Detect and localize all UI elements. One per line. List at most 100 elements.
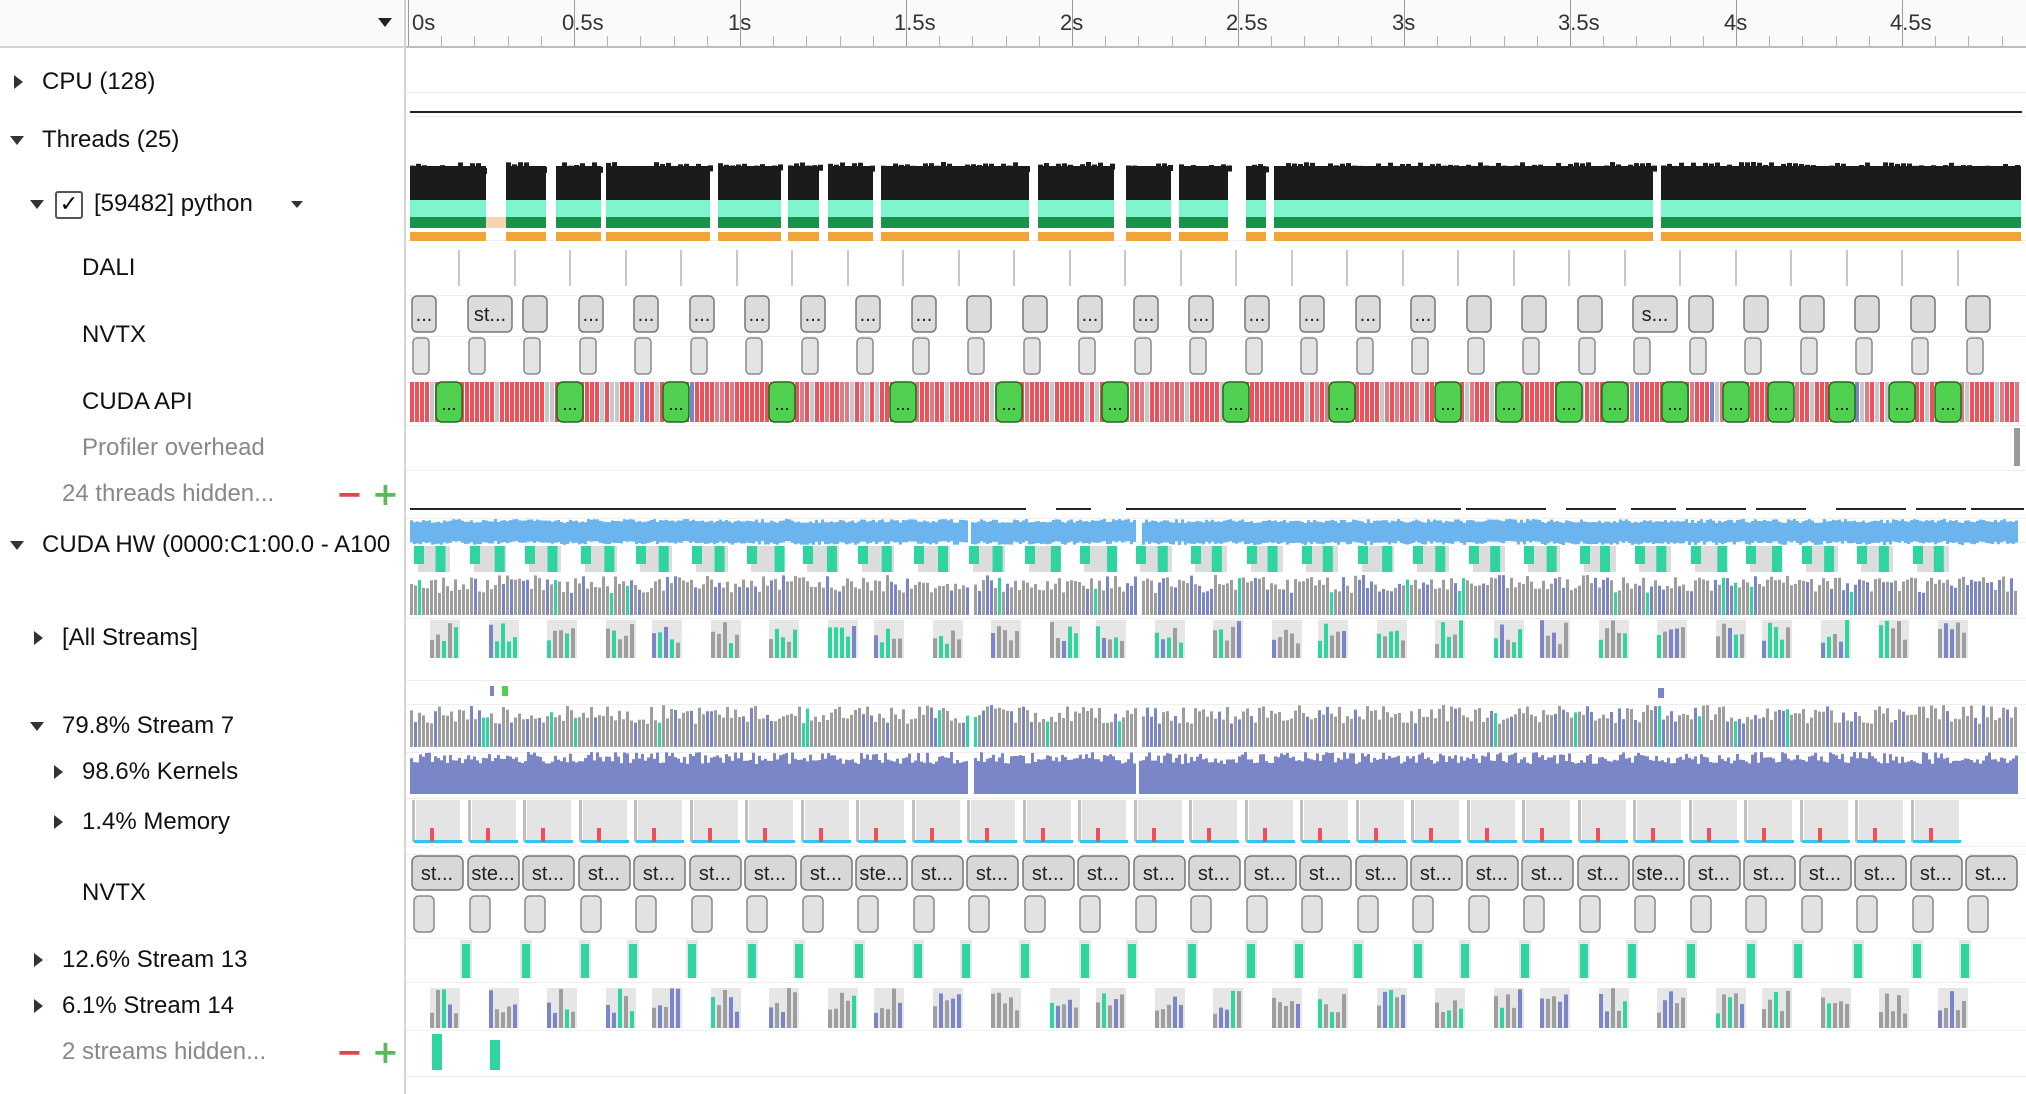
stream-activity-bar [1839, 1001, 1843, 1028]
tree-row-streams-hidden[interactable]: 2 streams hidden...−+ [0, 1032, 404, 1072]
nvtx-stream-box [1632, 855, 1685, 891]
kernel-sample [546, 579, 549, 615]
tree-row-threads-hidden[interactable]: 24 threads hidden...−+ [0, 474, 404, 514]
gpu-utilization-sample [1079, 519, 1082, 542]
collapse-arrow-icon[interactable] [50, 764, 66, 780]
kernel-sample [854, 710, 857, 747]
nvtx-stream-row: st...ste...st...st...st...st...st...st..… [411, 855, 2018, 933]
tree-row-nvtx-thread[interactable]: NVTX [0, 315, 404, 355]
collapse-arrow-icon[interactable] [50, 814, 66, 830]
collapse-arrow-icon[interactable] [10, 74, 26, 90]
nvtx-stream-box [633, 855, 686, 891]
kernel-sample [1246, 582, 1249, 615]
thread-running-tick [1150, 167, 1155, 174]
kernel-sample [1738, 718, 1741, 747]
cuda-api-call [1860, 382, 1864, 422]
thread-running-tick [1652, 165, 1657, 172]
collapse-arrow-icon[interactable] [30, 952, 46, 968]
tree-row-stream14[interactable]: 6.1% Stream 14 [0, 986, 404, 1026]
tree-options-dropdown-icon[interactable] [378, 18, 392, 27]
thread-running-tick [1418, 162, 1423, 169]
gpu-utilization-sample [1286, 522, 1289, 545]
ruler-minor-tick [872, 36, 874, 46]
tree-row-stream13[interactable]: 12.6% Stream 13 [0, 940, 404, 980]
kernel-bar [1103, 754, 1106, 794]
tree-row-cpu[interactable]: CPU (128) [0, 62, 404, 102]
tree-row-threads[interactable]: Threads (25) [0, 120, 404, 160]
nvtx-stream-label: st... [1864, 863, 1896, 885]
expand-arrow-icon[interactable] [10, 132, 26, 148]
stream-activity-bar [1278, 637, 1282, 658]
tree-row-all-streams[interactable]: [All Streams] [0, 618, 404, 658]
tree-row-cuda-api[interactable]: CUDA API [0, 382, 404, 422]
kernel-sample [1062, 592, 1065, 615]
stream-activity-bar [1062, 640, 1066, 658]
collapse-arrow-icon[interactable] [30, 630, 46, 646]
thread-running-tick [1508, 166, 1513, 173]
hide-fewer-minus-icon[interactable]: − [336, 1033, 363, 1071]
cuda-api-call [1285, 382, 1289, 422]
stream-activity-bar [547, 640, 551, 658]
kernel-sample [1018, 590, 1021, 615]
show-more-plus-icon[interactable]: + [372, 1033, 399, 1071]
thread-orange-band [828, 232, 873, 241]
kernel-bar [764, 758, 767, 794]
tree-row-profiler-overhead[interactable]: Profiler overhead [0, 428, 404, 468]
kernel-bar [680, 762, 683, 794]
tree-row-nvtx-stream[interactable]: NVTX [0, 873, 404, 913]
stream-activity-bar [1179, 1005, 1183, 1028]
kernel-sample [1734, 721, 1737, 747]
kernel-bar [509, 756, 512, 794]
kernel-bar [788, 763, 791, 794]
tree-row-python[interactable]: ✓[59482] python [0, 184, 404, 224]
memcpy-marker [1651, 828, 1655, 842]
kernel-bar [551, 761, 554, 794]
threads-summary-segment [410, 508, 1026, 510]
cuda-api-sync-box [995, 381, 1023, 423]
kernel-sample [1338, 706, 1341, 747]
kernel-sample [1590, 583, 1593, 615]
kernel-marker [1247, 546, 1257, 564]
gpu-utilization-sample [1109, 521, 1112, 544]
process-checkbox[interactable]: ✓ [55, 191, 83, 219]
expand-arrow-icon[interactable] [30, 196, 46, 212]
tree-row-cuda-hw[interactable]: CUDA HW (0000:C1:00.0 - A100 [0, 525, 404, 565]
tree-row-dali[interactable]: DALI [0, 248, 404, 288]
dali-tick [1291, 250, 1293, 286]
ruler-major-tick [1404, 0, 1405, 46]
kernel-sample [1602, 579, 1605, 615]
cuda-api-call [1550, 382, 1554, 422]
expand-arrow-icon[interactable] [10, 537, 26, 553]
collapse-arrow-icon[interactable] [30, 998, 46, 1014]
kernel-sample [1294, 579, 1297, 615]
cuda-api-call [1630, 382, 1634, 422]
timeline-canvas[interactable]: ...st...................................… [406, 0, 2026, 1094]
expand-arrow-icon[interactable] [30, 718, 46, 734]
gpu-utilization-sample [545, 520, 548, 543]
kernel-sample [1802, 580, 1805, 615]
kernel-bar [1079, 754, 1082, 794]
gpu-utilization-sample [1118, 519, 1121, 542]
kernel-sample [490, 589, 493, 615]
kernel-marker [1382, 546, 1393, 572]
tree-row-stream7[interactable]: 79.8% Stream 7 [0, 706, 404, 746]
kernel-sample [1290, 592, 1293, 615]
nvtx-subrange-box [1467, 337, 1485, 375]
kernel-sample [890, 581, 893, 615]
stream-activity-bar [1962, 632, 1966, 658]
kernel-bar [644, 760, 647, 794]
hide-fewer-minus-icon[interactable]: − [336, 475, 363, 513]
kernel-marker [1802, 546, 1812, 564]
show-more-plus-icon[interactable]: + [372, 475, 399, 513]
cuda-api-call [1875, 382, 1879, 422]
kernel-bar [926, 752, 929, 794]
stream-activity-bar [1435, 643, 1439, 658]
tree-row-kernels[interactable]: 98.6% Kernels [0, 752, 404, 792]
process-dropdown-icon[interactable] [291, 201, 303, 208]
cuda-api-call [1540, 382, 1544, 422]
kernel-bar [1262, 754, 1265, 794]
kernel-bar [944, 757, 947, 794]
tree-row-memory[interactable]: 1.4% Memory [0, 802, 404, 842]
